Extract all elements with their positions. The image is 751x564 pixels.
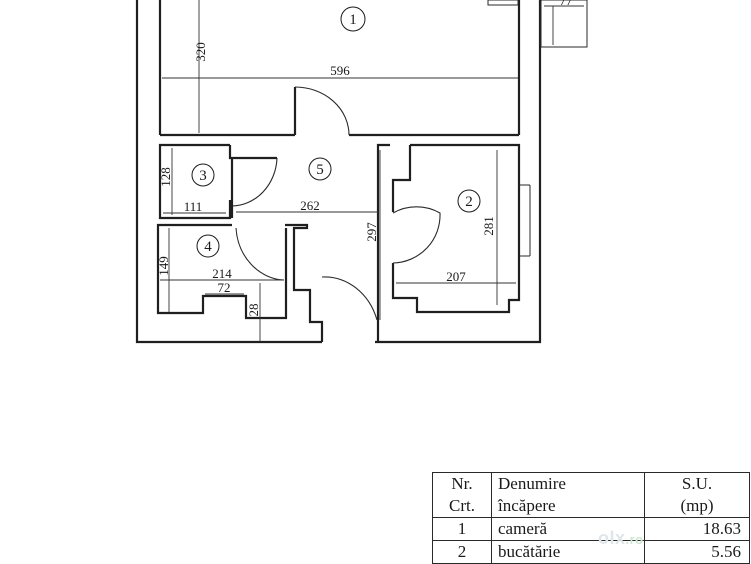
- room-4-walls: [156, 223, 288, 320]
- dim-room1-width: 596: [330, 63, 350, 78]
- dim-room3-width: 111: [184, 199, 203, 214]
- room-marker-5: 5: [308, 157, 332, 181]
- dim-room4-height: 149: [156, 256, 171, 276]
- dim-room2-width: 207: [446, 269, 466, 284]
- row-nr: 1: [432, 517, 492, 541]
- dim-hall-length: 297: [364, 222, 379, 242]
- room-marker-2: 2: [457, 189, 481, 213]
- room-2-walls: [391, 143, 531, 314]
- dim-balcony-width: 77: [560, 0, 574, 8]
- svg-text:2: 2: [465, 194, 473, 210]
- dim-room2-height: 281: [481, 216, 496, 236]
- dim-niche-width: 72: [218, 280, 231, 295]
- header-nr: Nr.Crt.: [432, 472, 492, 518]
- svg-text:3: 3: [199, 168, 207, 184]
- dimension-lines: [160, 0, 518, 342]
- row-nr: 2: [432, 540, 492, 564]
- header-area: S.U.(mp): [644, 472, 750, 518]
- dim-room1-height: 320: [193, 42, 208, 62]
- row-area: 5.56: [644, 540, 750, 564]
- door-room1: [293, 86, 350, 136]
- row-name: cameră: [491, 517, 645, 541]
- dim-room4-width: 214: [212, 266, 232, 281]
- svg-text:1: 1: [349, 12, 357, 28]
- window-marker-top: [487, 0, 519, 6]
- room-3-walls: [158, 143, 278, 220]
- row-name: bucătărie: [491, 540, 645, 564]
- table-row: 2 bucătărie 5.56: [432, 540, 750, 564]
- dim-room3-height: 128: [158, 167, 173, 187]
- table-row: 1 cameră 18.63: [432, 517, 750, 541]
- dim-hall-width: 262: [300, 198, 320, 213]
- room-marker-1: 1: [340, 6, 366, 32]
- svg-text:4: 4: [204, 239, 212, 255]
- dim-niche-depth: 28: [246, 304, 261, 317]
- balcony-outline: [540, 0, 588, 48]
- hall-partition: [285, 143, 390, 342]
- room-marker-4: 4: [196, 234, 220, 258]
- svg-text:5: 5: [316, 162, 324, 178]
- room-marker-3: 3: [191, 163, 215, 187]
- row-area: 18.63: [644, 517, 750, 541]
